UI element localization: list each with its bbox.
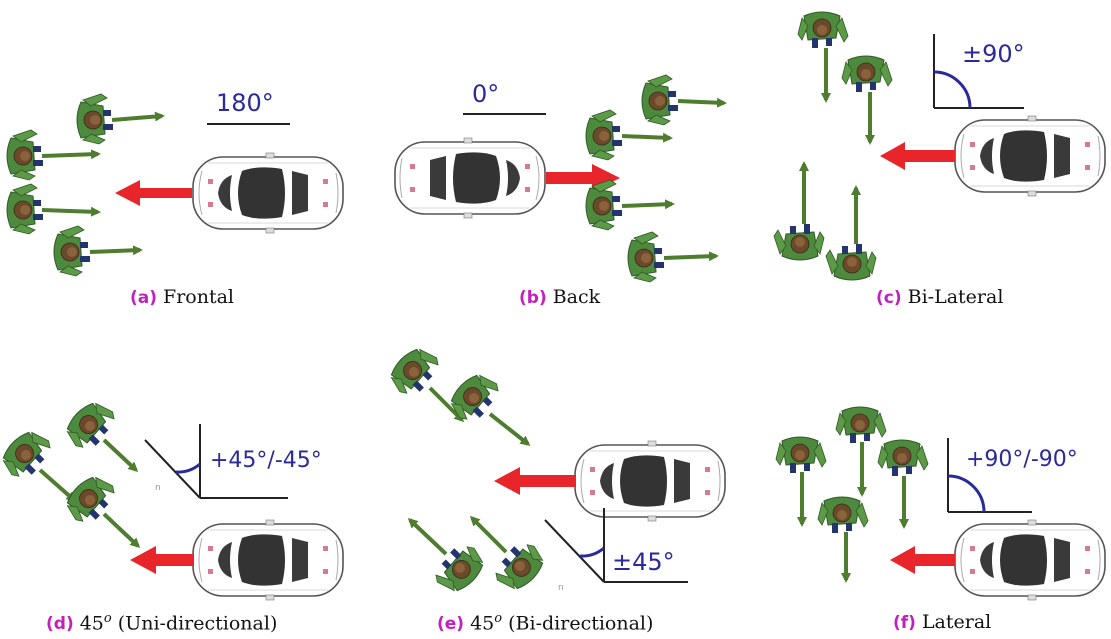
pedestrian-arrow xyxy=(663,251,719,262)
car xyxy=(192,519,344,601)
angle-mark: n xyxy=(558,583,564,593)
caption-angle: 45 xyxy=(470,612,495,635)
caption-angle: 45 xyxy=(79,612,104,635)
panel-d: +45°/-45° n xyxy=(0,394,344,601)
pedestrian xyxy=(835,406,887,444)
caption-degree: o xyxy=(494,611,503,626)
pedestrian xyxy=(627,231,665,283)
caption-d: (d)45o (Uni-directional) xyxy=(46,611,277,634)
caption-text: (Bi-directional) xyxy=(508,612,654,635)
pedestrian xyxy=(825,243,877,281)
caption-text: Lateral xyxy=(921,611,992,633)
angle-label: +90°/-90° xyxy=(966,447,1078,472)
car-direction-arrow xyxy=(880,142,955,170)
pedestrian-arrow xyxy=(89,245,143,256)
panel-a: 180° xyxy=(6,89,344,277)
caption-c: (c)Bi-Lateral xyxy=(876,286,1003,308)
car xyxy=(394,137,546,219)
panel-f: +90°/-90° xyxy=(775,406,1106,601)
pedestrian-arrow xyxy=(38,468,77,502)
pedestrian-arrow xyxy=(621,132,673,143)
caption-tag: (f) xyxy=(893,613,916,633)
pedestrian xyxy=(641,74,679,126)
pedestrian xyxy=(6,183,44,235)
angle-label: +45°/-45° xyxy=(210,448,322,473)
pedestrian-arrow xyxy=(102,512,141,549)
panel-b: 0° xyxy=(394,74,727,283)
caption-a: (a)Frontal xyxy=(130,286,234,308)
pedestrian-arrow xyxy=(621,199,675,210)
caption-text: (Uni-directional) xyxy=(117,612,278,635)
pedestrian-arrow xyxy=(41,206,101,217)
pedestrian xyxy=(797,11,849,49)
pedestrian xyxy=(775,436,827,474)
pedestrian-arrow xyxy=(428,386,465,423)
caption-tag: (a) xyxy=(130,288,158,308)
caption-f: (f)Lateral xyxy=(893,611,991,633)
car xyxy=(192,152,344,234)
pedestrian xyxy=(6,129,44,181)
caption-tag: (c) xyxy=(876,288,902,308)
caption-text: Frontal xyxy=(163,286,234,308)
angle-mark: n xyxy=(155,483,161,493)
pedestrian-arrow xyxy=(407,517,448,556)
car-direction-arrow xyxy=(130,546,194,574)
angle-label: ±90° xyxy=(962,40,1025,68)
pedestrian-arrow xyxy=(488,412,531,446)
caption-tag: (b) xyxy=(519,288,547,308)
pedestrian-arrow xyxy=(41,149,101,160)
panel-c: ±90° xyxy=(773,11,1106,281)
pedestrian xyxy=(53,225,91,277)
caption-degree: o xyxy=(103,611,112,626)
car xyxy=(954,115,1106,197)
car-direction-arrow xyxy=(890,546,955,574)
pedestrian-arrow xyxy=(111,111,165,122)
car-direction-arrow xyxy=(494,467,576,495)
angle-indicator: ±45° n xyxy=(544,508,688,593)
car xyxy=(574,440,726,522)
pedestrian-arrow xyxy=(102,438,139,473)
caption-text: Bi-Lateral xyxy=(907,286,1004,308)
caption-tag: (d) xyxy=(46,614,74,635)
pedestrian-arrow xyxy=(469,515,508,554)
caption-tag: (e) xyxy=(437,614,465,635)
pedestrian-arrow xyxy=(677,97,727,108)
angle-indicator: +90°/-90° xyxy=(947,438,1078,513)
angle-indicator: +45°/-45° n xyxy=(144,424,322,499)
pedestrian xyxy=(841,55,893,93)
angle-label: 0° xyxy=(472,80,499,108)
caption-b: (b)Back xyxy=(519,286,600,308)
car-direction-arrow xyxy=(115,180,192,206)
pedestrian xyxy=(585,179,623,231)
caption-text: Back xyxy=(552,286,601,308)
panel-e: ±45° n xyxy=(383,340,726,600)
pedestrian xyxy=(877,439,929,477)
pedestrian xyxy=(76,93,114,145)
car xyxy=(954,519,1106,601)
pedestrian xyxy=(817,496,869,534)
angle-label: 180° xyxy=(216,89,274,117)
pedestrian xyxy=(585,109,623,161)
pedestrian xyxy=(773,223,825,261)
caption-e: (e)45o (Bi-directional) xyxy=(437,611,653,634)
angle-label: ±45° xyxy=(612,548,675,576)
angle-indicator: ±90° xyxy=(933,34,1025,109)
